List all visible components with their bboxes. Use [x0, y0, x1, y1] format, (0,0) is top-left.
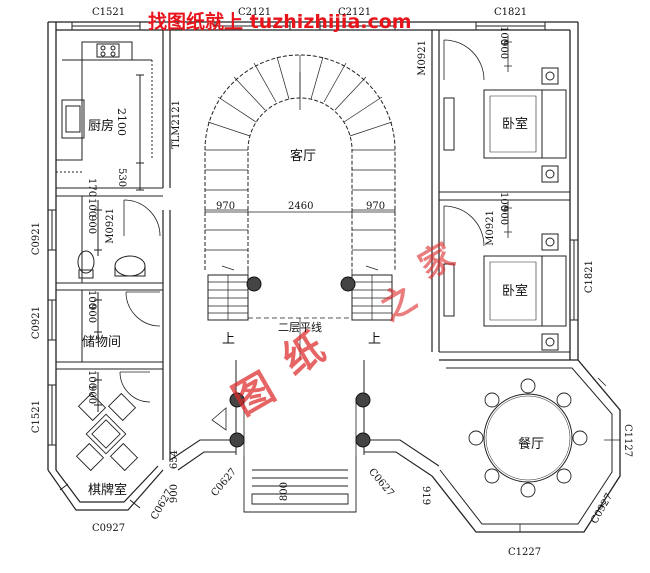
window-c1821-top	[475, 22, 546, 30]
kitchen-counter-left	[56, 59, 83, 161]
room-label-bedroom-lower: 卧室	[502, 284, 529, 299]
dim-bed-lower-100: 100	[498, 192, 509, 212]
code-c2121-a: C2121	[238, 7, 272, 18]
dining-table	[483, 393, 573, 483]
window-c1521-top	[71, 22, 141, 30]
code-c1821-right: C1821	[584, 260, 595, 294]
top-wall	[48, 21, 578, 31]
bed-lower-dim	[504, 202, 512, 238]
dining-octagon-outer	[431, 359, 621, 533]
room-label-dining: 餐厅	[518, 437, 545, 452]
stair-up-right: 上	[368, 332, 382, 347]
dim-entry-654: 654	[169, 450, 180, 470]
chess-door	[119, 371, 151, 403]
dim-dining-919: 919	[420, 486, 431, 506]
code-m0921-bed: M0921	[485, 210, 496, 246]
entry-left-wall	[169, 439, 236, 471]
dim-bed-upper-900: 900	[498, 40, 509, 60]
dim-kitchen-530: 530	[116, 168, 127, 188]
window-c0921-b	[48, 299, 56, 341]
basin	[114, 255, 146, 277]
stair-inner-curve	[247, 97, 353, 270]
code-c1521-left: C1521	[31, 400, 42, 434]
porch-steps	[243, 456, 357, 513]
partition-bed-dining	[439, 351, 570, 361]
code-c0927-a: C0927	[92, 523, 126, 534]
wardrobe-upper	[443, 97, 455, 151]
room-label-chess-room: 棋牌室	[88, 483, 128, 498]
bed-upper-dim	[504, 36, 512, 72]
window-c1821-right	[570, 239, 578, 321]
dim-kitchen-height: 2100	[115, 108, 128, 136]
entry-door-frames	[235, 360, 365, 455]
window-c2121-a	[214, 22, 291, 30]
code-c0921-b: C0921	[31, 306, 42, 340]
dim-bath-900: 900	[86, 215, 97, 235]
dim-stair-center: 2460	[288, 201, 314, 212]
partition-bath-storage	[56, 282, 163, 291]
dim-stair-right: 970	[366, 201, 386, 212]
bath-dim-line	[94, 200, 102, 256]
left-outer-wall	[47, 22, 57, 470]
room-label-kitchen: 厨房	[88, 119, 115, 134]
right-outer-wall	[569, 22, 579, 360]
window-c2121-b	[319, 22, 396, 30]
partition-storage-chess	[56, 361, 163, 370]
dim-porch-800: 800	[279, 482, 290, 502]
window-c0921-a	[48, 209, 56, 251]
dim-storage-100: 100	[86, 290, 97, 310]
stair-floor-line-label: 二层平线	[278, 321, 322, 334]
columns	[229, 276, 371, 448]
dining-octagon-inner	[439, 367, 613, 525]
kitchen-sink	[61, 99, 85, 139]
kitchen-dim-line	[136, 74, 144, 191]
partition-bed-bed	[439, 191, 570, 201]
dim-bath-100: 100	[86, 198, 97, 218]
dim-stair-left: 970	[216, 201, 236, 212]
bed-lower-door	[443, 205, 485, 247]
chess-table-group	[75, 392, 139, 472]
bed-upper-door	[443, 39, 485, 81]
code-c1521-top: C1521	[92, 7, 126, 18]
bath-door	[123, 199, 161, 237]
code-c0921-a: C0921	[31, 222, 42, 256]
wardrobe-lower	[443, 263, 455, 317]
stair-outer-curve	[204, 54, 396, 270]
dim-chess-900: 900	[86, 385, 97, 405]
dim-storage-900: 900	[86, 304, 97, 324]
room-label-bedroom-upper: 卧室	[502, 117, 529, 132]
dim-bed-upper-100: 100	[498, 26, 509, 46]
stair-treads	[205, 55, 395, 251]
entry-right-wall	[364, 439, 440, 477]
code-m0921-top: M0921	[417, 40, 428, 76]
chess-dim-line	[94, 372, 102, 412]
dim-bed-lower-900: 900	[498, 206, 509, 226]
code-c1127: C1127	[622, 424, 633, 458]
code-tlm2121: TLM2121	[171, 100, 182, 149]
stair-dim-line	[204, 208, 396, 216]
watermark-top-text: 找图纸就上 tuzhizhijia.com	[148, 11, 412, 33]
partition-kitchen-bath	[56, 187, 163, 197]
room-label-living: 客厅	[290, 149, 317, 164]
chess-bay-wall	[47, 465, 164, 511]
storage-dim-line	[94, 292, 102, 340]
room-label-storage: 储物间	[82, 335, 122, 350]
kitchen-counter-top	[81, 41, 133, 61]
code-c2121-b: C2121	[338, 7, 372, 18]
dim-chess-100: 100	[86, 370, 97, 390]
dim-kitchen-170: 170	[86, 178, 97, 198]
code-c1821-top: C1821	[494, 7, 528, 18]
inner-wall-right	[431, 30, 440, 352]
toilet	[77, 250, 95, 274]
stair-up-left: 上	[222, 332, 236, 347]
dining-chairs	[468, 378, 588, 498]
window-c1521-left	[48, 384, 56, 446]
storage-door	[125, 291, 161, 327]
code-c1227: C1227	[508, 547, 542, 558]
code-m0921-bath: M0921	[105, 208, 116, 244]
inner-wall-left	[162, 30, 171, 460]
